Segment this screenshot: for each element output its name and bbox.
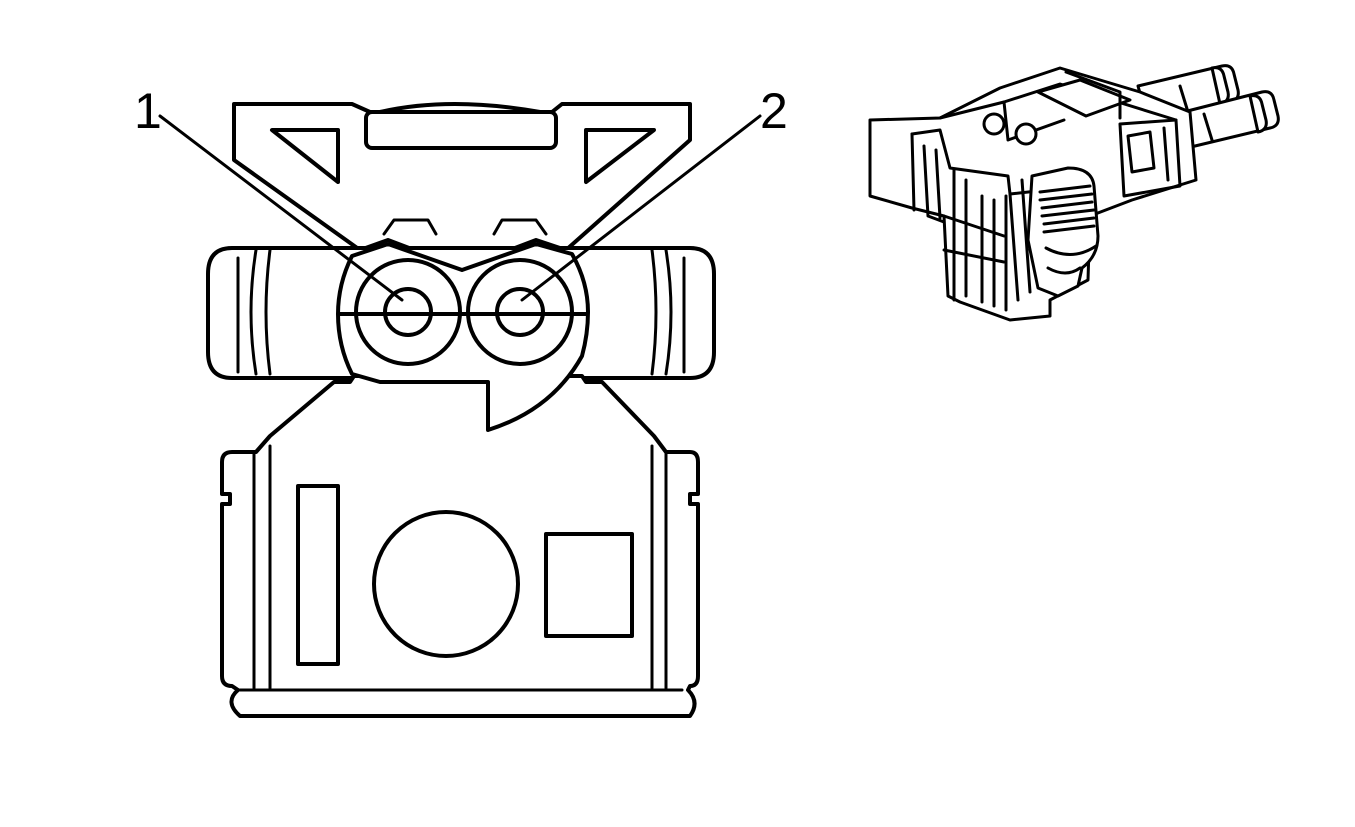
connector-isometric-view xyxy=(868,64,1280,322)
leader-line-1 xyxy=(158,114,404,302)
connector-face-view xyxy=(158,102,762,718)
callout-1: 1 xyxy=(134,83,162,139)
locking-tab xyxy=(232,102,692,270)
terminal-cavity-2 xyxy=(466,258,574,366)
connector-housing xyxy=(220,374,700,718)
leader-line-2 xyxy=(520,114,762,302)
callout-2: 2 xyxy=(760,83,788,139)
